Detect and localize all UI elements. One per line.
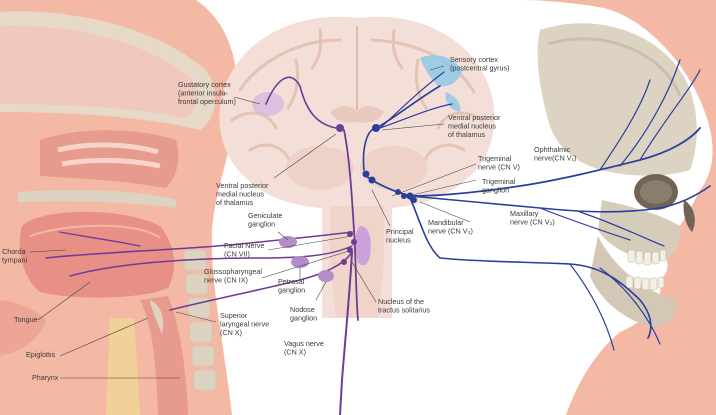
label-vpm-left: Ventral posterior medial nucleus of thal… [216, 181, 270, 207]
label-glossopharyngeal-nerve: Glossopharyngeal nerve (CN IX) [204, 267, 264, 285]
label-nucleus-tractus-solitarius: Nucleus of the tractus solitarius [378, 297, 430, 315]
label-trigeminal-nerve: Trigeminal nerve (CN V) [478, 154, 520, 172]
leader-lines [29, 65, 477, 379]
coronal-brain-section-icon [219, 16, 495, 319]
label-petrosal-ganglion: Petrosal ganglion [278, 277, 306, 295]
label-nodose-ganglion: Nodose ganglion [290, 305, 317, 323]
sagittal-head-section-icon [0, 0, 238, 415]
label-pharynx: Pharynx [32, 373, 59, 382]
label-epiglottis: Epiglottis [26, 350, 56, 359]
skull-profile-icon [520, 0, 716, 415]
label-sensory-cortex: Sensory cortex (postcentral gyrus) [450, 55, 510, 73]
taste-nerve-paths [45, 76, 359, 415]
label-maxillary-nerve: Maxillary nerve (CN V₂) [510, 209, 555, 227]
label-vpm-right: Ventral posterior medial nucleus of thal… [448, 113, 502, 139]
label-vagus-nerve: Vagus nerve (CN X) [284, 339, 326, 357]
diagram-labels: Gustatory cortex (anterior insula- front… [2, 55, 576, 382]
label-tongue: Tongue [14, 315, 38, 324]
label-gustatory-cortex: Gustatory cortex (anterior insula- front… [178, 80, 236, 106]
label-ophthalmic-nerve: Ophthalmic nerve(CN V₁) [534, 145, 576, 163]
label-facial-nerve: Facial Nerve (CN VII) [224, 241, 266, 259]
trigeminal-nerve-paths [362, 59, 711, 351]
label-mandibular-nerve: Mandibular nerve (CN V₃) [428, 218, 473, 236]
label-geniculate-ganglion: Geniculate ganglion [248, 211, 284, 229]
label-trigeminal-ganglion: Trigeminal ganglion [482, 177, 517, 195]
label-chorda-tympani: Chorda tympani [2, 247, 28, 265]
label-superior-laryngeal-nerve: Superior laryngeal nerve (CN X) [220, 311, 271, 337]
label-principal-nucleus: Principal nucleus [386, 227, 416, 245]
